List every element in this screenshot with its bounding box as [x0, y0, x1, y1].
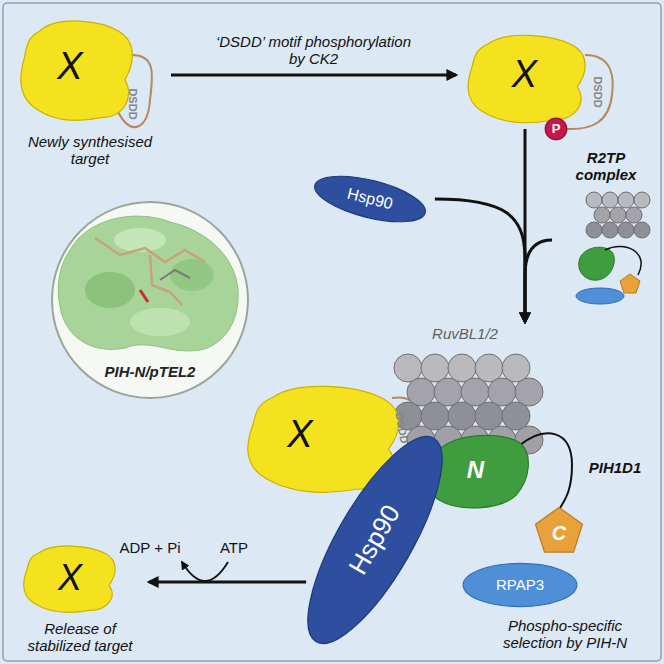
ruvbl-subunit — [602, 222, 618, 238]
surface-patch — [85, 272, 135, 308]
ruvbl-subunit — [610, 207, 626, 223]
pih-c-domain: C — [534, 506, 584, 554]
peptide-stick — [160, 270, 190, 280]
phosphate-letter: P — [545, 118, 567, 140]
linker — [605, 246, 641, 275]
molecule-label: ATP — [214, 538, 254, 558]
ruvbl-subunit — [602, 192, 618, 208]
domain-letter: C — [534, 512, 584, 554]
edge-label: ‘DSDD’ motif phosphorylation by CK2 — [206, 33, 421, 68]
ruvbl-subunit — [475, 354, 503, 382]
phosphate-dot-fill — [545, 118, 567, 140]
rpap3-shape: RPAP3 — [462, 563, 578, 607]
ruvbl-subunit — [626, 207, 642, 223]
complex-name: R2TP complex — [556, 145, 656, 187]
complex-name: RuvBL1/2 — [385, 324, 545, 344]
ruvbl-subunit — [634, 192, 650, 208]
inset-ground — [51, 201, 249, 399]
surface-patch — [130, 308, 190, 336]
ruvbl-subunit — [475, 402, 503, 430]
target-protein-fill — [468, 35, 585, 122]
ruvbl-subunit — [421, 402, 449, 430]
step-note: Phospho-specific selection by PIH-N — [490, 614, 640, 654]
ruvbl-subunit — [448, 402, 476, 430]
flow-arrow — [149, 581, 306, 584]
ruvbl-subunit — [421, 354, 449, 382]
flow-arrow — [525, 240, 552, 322]
ruvbl-subunit — [634, 222, 650, 238]
flow-arrow — [435, 199, 525, 322]
protein-letter: X — [35, 37, 105, 97]
molecule-label: ADP + Pi — [112, 538, 188, 558]
ruvbl-subunit — [618, 222, 634, 238]
protein-letter: X — [265, 405, 335, 465]
protein-name: PIH1D1 — [582, 458, 648, 478]
r2tp-complex: R2TP complex — [556, 145, 656, 305]
hydrolysis-arrow — [182, 562, 228, 581]
phosphate-dot: P — [545, 118, 567, 140]
surface — [58, 216, 238, 351]
phosphate-stick — [140, 290, 148, 302]
target-protein-fill — [21, 21, 133, 120]
protein-surface — [58, 216, 238, 351]
peptide-stick — [150, 255, 182, 305]
target-protein: X — [462, 30, 590, 125]
r2tp-drawing — [576, 192, 650, 304]
ruvbl-subunit — [434, 378, 462, 406]
target-protein-fill — [24, 546, 115, 612]
ruvbl-subunit — [461, 378, 489, 406]
ruvbl-subunit — [515, 378, 543, 406]
protein-name: Hsp90 — [309, 167, 431, 232]
ruvbl-subunit — [586, 192, 602, 208]
ruvbl-subunit — [448, 354, 476, 382]
structure-inset-fill — [52, 202, 248, 398]
protein-letter: X — [492, 45, 557, 105]
motif-label: DSDD — [126, 87, 140, 121]
rpap3-shape — [576, 288, 624, 304]
ruvbl-subunit — [502, 402, 530, 430]
pih-c-shape — [620, 274, 640, 293]
ruvbl-subunit — [488, 378, 516, 406]
inset-title: PIH-N/pTEL2 — [70, 360, 230, 384]
ruvbl-subunit — [586, 222, 602, 238]
flow-arrow — [171, 74, 456, 77]
target-protein: X Newly synthesised target — [15, 15, 165, 175]
motif-label: DSDD — [591, 75, 605, 109]
hsp90-shape: Hsp90 — [309, 167, 431, 232]
caption: Release of stabilized target — [15, 618, 145, 656]
ruvbl-subunit — [594, 207, 610, 223]
ruvbl-subunit — [407, 378, 435, 406]
target-protein: X Release of stabilized target — [15, 542, 145, 658]
structure-inset: PIH-N/pTEL2 — [50, 200, 250, 400]
frame — [3, 3, 661, 661]
surface-patch — [170, 259, 214, 291]
caption: Newly synthesised target — [15, 129, 165, 171]
pih-n-shape — [579, 247, 615, 280]
ruvbl-subunit — [618, 192, 634, 208]
domain-letter: N — [438, 445, 513, 495]
protein-name: RPAP3 — [462, 563, 578, 607]
ruvbl-subunit — [394, 354, 422, 382]
ruvbl-subunit — [502, 354, 530, 382]
protein-letter: X — [35, 548, 105, 608]
